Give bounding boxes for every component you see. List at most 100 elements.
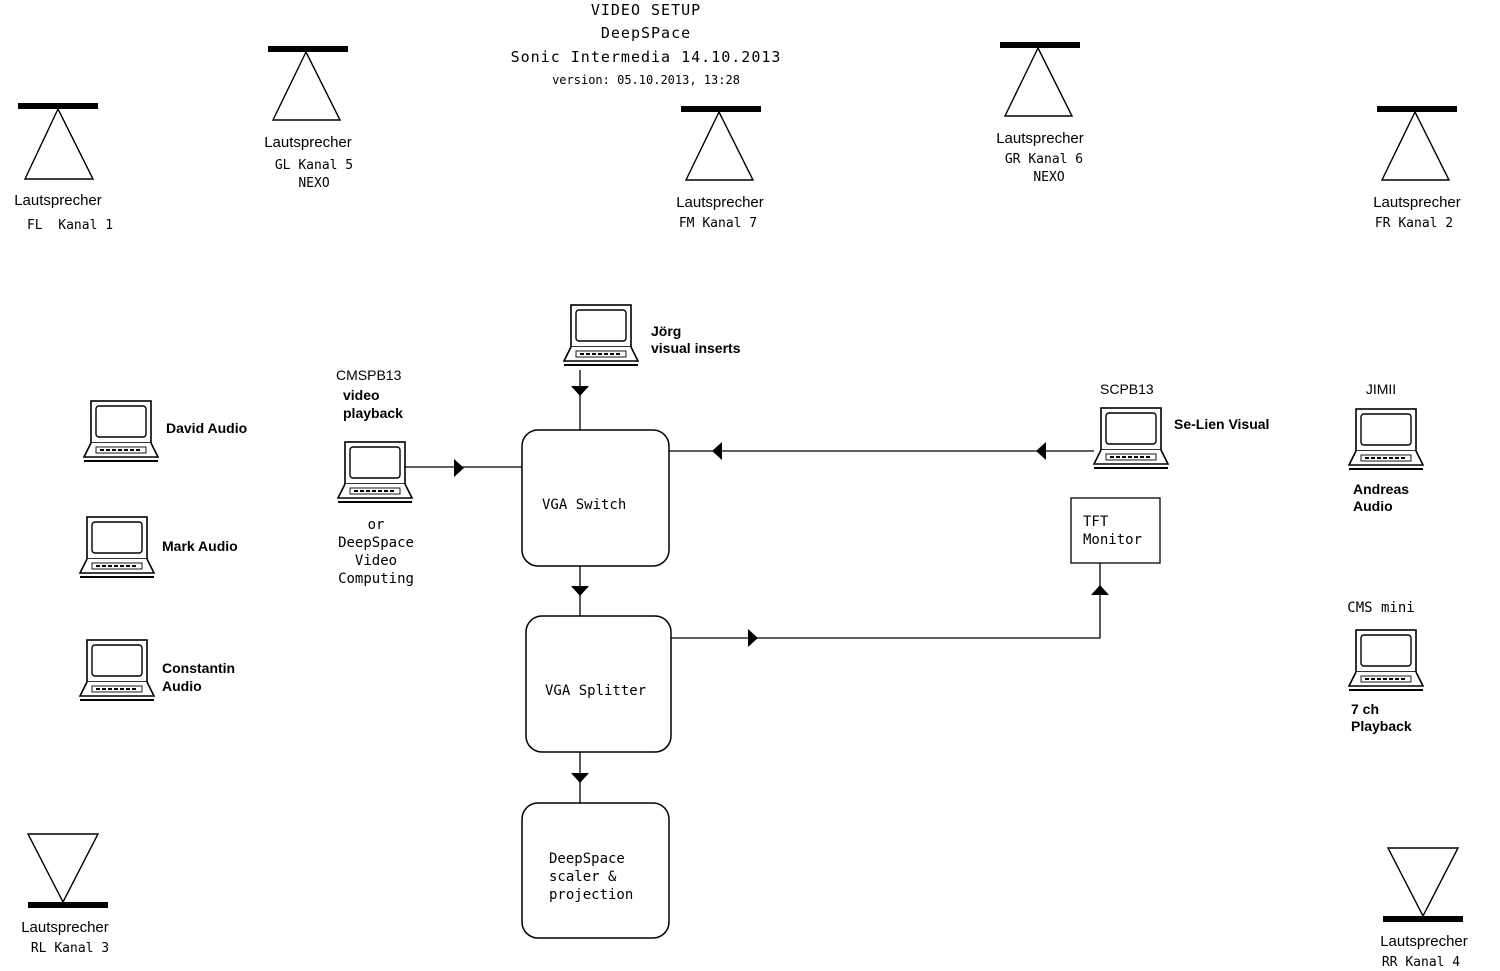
speaker-channel: RL Kanal 3 (31, 941, 109, 956)
speaker-icon (26, 833, 100, 904)
laptop-icon (1093, 407, 1169, 469)
alt-label-3: Video (355, 553, 397, 569)
computer-mark: Mark Audio (79, 516, 238, 578)
computer-label-2: Audio (1353, 498, 1393, 514)
vga-switch-box: VGA Switch (521, 429, 670, 567)
speaker-gl: Lautsprecher GL Kanal 5 NEXO (264, 46, 353, 191)
connector-splitter-tft (671, 563, 1101, 639)
box-shape (521, 802, 670, 939)
tft-monitor-box: TFT Monitor (1070, 497, 1161, 564)
speaker-brand: NEXO (298, 176, 329, 191)
projection-box: DeepSpace scaler & projection (521, 802, 670, 939)
arrow-left-icon (712, 442, 722, 460)
arrow-right-icon (748, 629, 758, 647)
computer-david: David Audio (83, 400, 247, 462)
computer-name: CMSPB13 (336, 367, 402, 383)
title-line-3: Sonic Intermedia 14.10.2013 (511, 48, 782, 66)
speaker-fl: Lautsprecher FL Kanal 1 (14, 103, 113, 233)
speaker-icon (271, 50, 342, 121)
alt-label-4: Computing (338, 571, 414, 587)
computer-label-2: visual inserts (651, 340, 741, 356)
speaker-channel: FR Kanal 2 (1375, 216, 1453, 231)
speaker-rl: Lautsprecher RL Kanal 3 (21, 833, 109, 956)
arrow-down-icon (571, 386, 589, 396)
box-shape (521, 429, 670, 567)
speaker-label: Lautsprecher (21, 919, 109, 936)
title-block: VIDEO SETUP DeepSPace Sonic Intermedia 1… (511, 1, 782, 87)
computer-label: video (343, 387, 380, 403)
computer-jorg: Jörg visual inserts (563, 304, 741, 366)
speaker-fr: Lautsprecher FR Kanal 2 (1373, 106, 1461, 231)
vga-splitter-box: VGA Splitter (525, 615, 672, 753)
computer-cms-mini: CMS mini 7 ch Playback (1347, 600, 1424, 734)
speaker-channel: GL Kanal 5 (275, 158, 353, 173)
speaker-bar (28, 902, 108, 908)
speaker-channel: GR Kanal 6 (1005, 152, 1083, 167)
laptop-icon (1348, 408, 1424, 470)
computer-jimii: JIMII Andreas Audio (1348, 381, 1424, 514)
speaker-bar (681, 106, 761, 112)
computer-label: David Audio (166, 420, 247, 436)
computer-name: SCPB13 (1100, 381, 1154, 397)
speaker-rr: Lautsprecher RR Kanal 4 (1380, 847, 1468, 970)
box-shape (525, 615, 672, 753)
arrow-down-icon (571, 586, 589, 596)
box-label: DeepSpace (549, 851, 625, 867)
speaker-bar (268, 46, 348, 52)
speaker-icon (1003, 46, 1074, 117)
laptop-icon (79, 516, 155, 578)
laptop-icon (79, 639, 155, 701)
speaker-label: Lautsprecher (996, 130, 1084, 147)
title-line-1: VIDEO SETUP (591, 1, 701, 19)
alt-label-1: or (368, 517, 385, 533)
title-line-2: DeepSPace (601, 24, 691, 42)
connections (404, 370, 1109, 803)
computer-label: Mark Audio (162, 538, 238, 554)
laptop-icon (563, 304, 639, 366)
computer-label: 7 ch (1351, 701, 1379, 717)
speaker-channel: FL Kanal 1 (27, 218, 113, 233)
computer-name: JIMII (1366, 381, 1396, 397)
laptop-icon (1348, 629, 1424, 691)
box-label: TFT (1083, 514, 1109, 530)
box-shape (1070, 497, 1161, 564)
alt-label-2: DeepSpace (338, 535, 414, 551)
speaker-gr: Lautsprecher GR Kanal 6 NEXO (996, 42, 1084, 185)
computer-label-2: Playback (1351, 718, 1412, 734)
computer-cmspb13: CMSPB13 video playback or DeepSpace Vide… (336, 367, 414, 587)
arrow-right-icon (454, 459, 464, 477)
computer-name: CMS mini (1347, 600, 1414, 616)
speaker-bar (1383, 916, 1463, 922)
box-label: VGA Splitter (545, 683, 646, 699)
speaker-icon (684, 110, 755, 181)
speaker-label: Lautsprecher (14, 192, 102, 209)
version-text: version: 05.10.2013, 13:28 (552, 73, 740, 87)
computer-constantin: Constantin Audio (79, 639, 235, 701)
speaker-label: Lautsprecher (1380, 933, 1468, 950)
box-label-3: projection (549, 887, 633, 903)
computer-label-2: Audio (162, 678, 202, 694)
arrow-up-icon (1091, 585, 1109, 595)
computer-label: Andreas (1353, 481, 1409, 497)
computer-label: Se-Lien Visual (1174, 416, 1269, 432)
speaker-icon (1380, 110, 1451, 181)
computer-label: Constantin (162, 660, 235, 676)
speaker-bar (1000, 42, 1080, 48)
speaker-icon (23, 107, 95, 180)
speaker-channel: FM Kanal 7 (679, 216, 757, 231)
speaker-fm: Lautsprecher FM Kanal 7 (676, 106, 764, 231)
speaker-label: Lautsprecher (676, 194, 764, 211)
arrow-down-icon (571, 773, 589, 783)
speaker-icon (1386, 847, 1460, 918)
computer-label-2: playback (343, 405, 403, 421)
box-label-2: scaler & (549, 869, 617, 885)
arrow-left-icon (1036, 442, 1046, 460)
speaker-bar (18, 103, 98, 109)
box-label-2: Monitor (1083, 532, 1142, 548)
computer-label: Jörg (651, 323, 681, 339)
box-label: VGA Switch (542, 497, 626, 513)
computer-scpb13: SCPB13 Se-Lien Visual (1093, 381, 1269, 469)
speaker-channel: RR Kanal 4 (1382, 955, 1460, 970)
